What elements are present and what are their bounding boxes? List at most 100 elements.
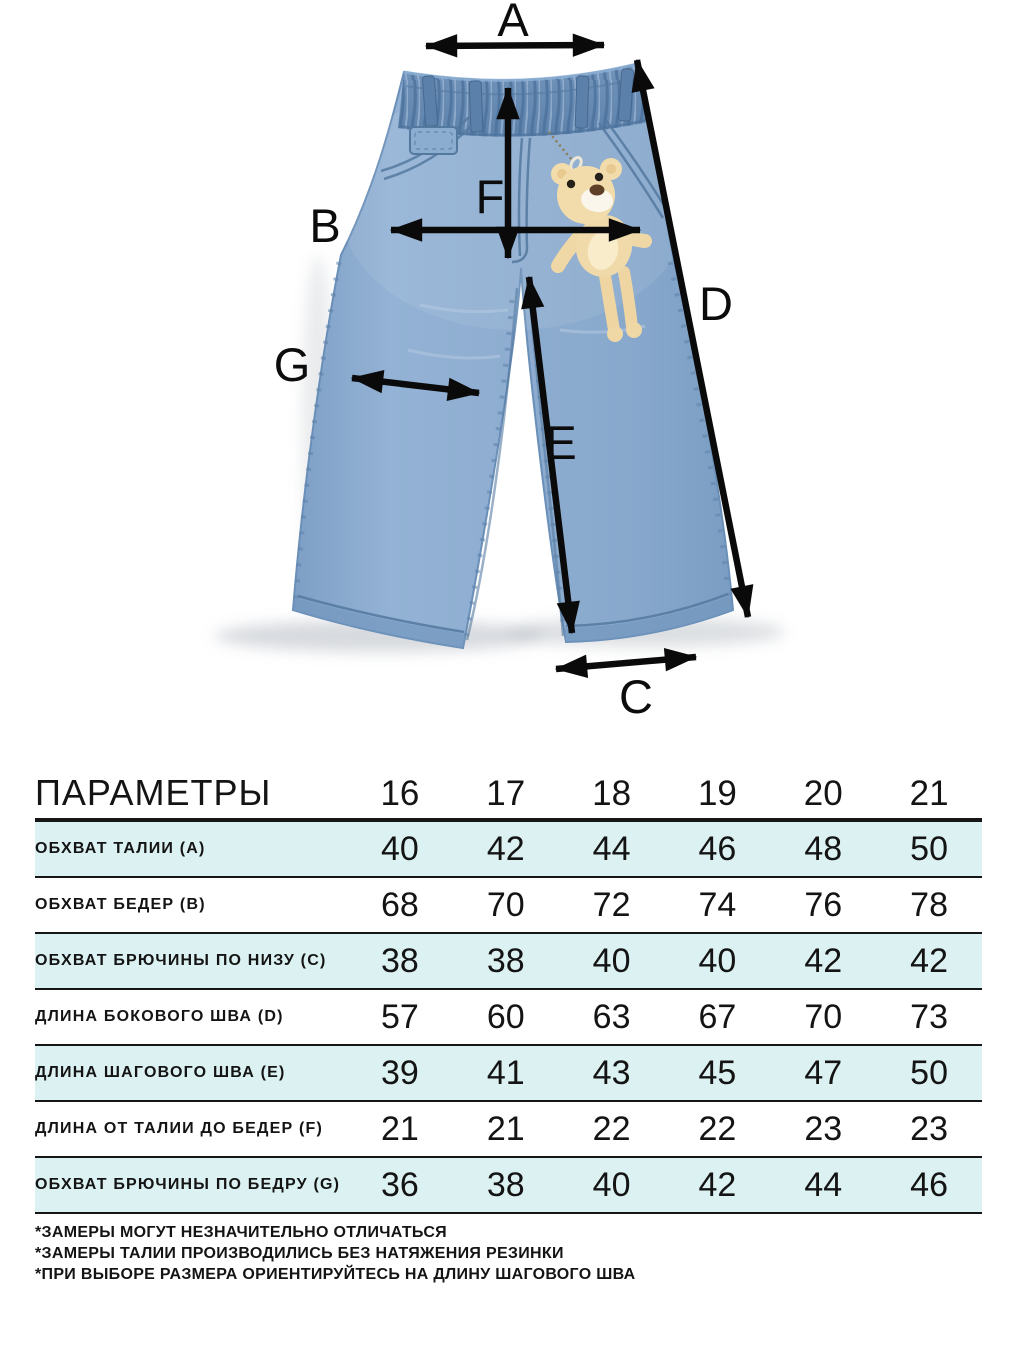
cell: 36 (381, 1165, 419, 1204)
label-d: D (699, 277, 733, 330)
row-label: ОБХВАТ БРЮЧИНЫ ПО БЕДРУ (G) (35, 1176, 341, 1193)
size-col: 18 (592, 774, 632, 813)
cell: 48 (804, 829, 843, 868)
cell: 50 (910, 829, 948, 868)
cell: 42 (804, 941, 843, 980)
row-values: 38 38 40 40 42 42 (347, 942, 982, 981)
row-label: ДЛИНА ШАГОВОГО ШВА (E) (35, 1064, 286, 1081)
row-values: 57 60 63 67 70 73 (347, 998, 982, 1037)
row-values: 40 42 44 46 48 50 (347, 830, 982, 869)
cell: 45 (698, 1053, 737, 1092)
label-g: G (274, 338, 311, 391)
row-values: 21 21 22 22 23 23 (347, 1110, 982, 1149)
size-col: 21 (909, 774, 949, 813)
cell: 67 (698, 997, 737, 1036)
cell: 40 (698, 941, 737, 980)
cell: 40 (592, 1165, 631, 1204)
left-inseam (465, 287, 519, 641)
cell: 78 (910, 885, 948, 924)
cell: 63 (592, 997, 631, 1036)
cell: 40 (381, 829, 419, 868)
jeans-measurement-diagram: A B C D E F G (215, 0, 785, 723)
left-hem-stitch (297, 594, 465, 634)
arrow-g (350, 370, 481, 401)
row-label: ДЛИНА ОТ ТАЛИИ ДО БЕДЕР (F) (35, 1120, 324, 1137)
table-row-side-seam: ДЛИНА БОКОВОГО ШВА (D) 57 60 63 67 70 73 (35, 990, 982, 1046)
coin-pocket (409, 126, 458, 155)
arrow-c (554, 648, 698, 678)
cell: 73 (910, 997, 948, 1036)
header-double-rule (35, 818, 982, 822)
cell: 42 (698, 1165, 737, 1204)
table-row-waist: ОБХВАТ ТАЛИИ (A) 40 42 44 46 48 50 (35, 822, 982, 878)
cell: 41 (486, 1053, 525, 1092)
size-table-header: ПАРАМЕТРЫ 16 17 18 19 20 21 (35, 770, 982, 818)
cell: 76 (804, 885, 843, 924)
cell: 43 (592, 1053, 631, 1092)
cell: 60 (486, 997, 525, 1036)
cell: 72 (592, 885, 631, 924)
cell: 23 (804, 1109, 843, 1148)
cell: 44 (804, 1165, 843, 1204)
label-c: C (619, 670, 653, 723)
label-a: A (497, 0, 529, 46)
cell: 47 (804, 1053, 843, 1092)
cell: 50 (910, 1053, 948, 1092)
cell: 38 (381, 941, 419, 980)
size-col: 17 (486, 774, 526, 813)
bear-nose (589, 184, 605, 196)
arrow-e (521, 275, 580, 635)
footnote-line: *ЗАМЕРЫ МОГУТ НЕЗНАЧИТЕЛЬНО ОТЛИЧАТЬСЯ (35, 1224, 447, 1241)
table-row-leg-bottom: ОБХВАТ БРЮЧИНЫ ПО НИЗУ (C) 38 38 40 40 4… (35, 934, 982, 990)
cell: 22 (592, 1109, 631, 1148)
cell: 46 (910, 1165, 948, 1204)
row-label: ОБХВАТ БЕДЕР (B) (35, 896, 206, 913)
label-f: F (476, 170, 505, 223)
table-row-inseam: ДЛИНА ШАГОВОГО ШВА (E) 39 41 43 45 47 50 (35, 1046, 982, 1102)
table-row-hips: ОБХВАТ БЕДЕР (B) 68 70 72 74 76 78 (35, 878, 982, 934)
bear-eye (566, 179, 576, 189)
cell: 22 (698, 1109, 737, 1148)
row-values: 39 41 43 45 47 50 (347, 1054, 982, 1093)
bear-eye (594, 172, 604, 182)
measurement-letters: A B C D E F G (274, 0, 733, 723)
bear-muzzle (581, 187, 613, 213)
bear-foot (607, 326, 623, 342)
bear-foot (626, 322, 642, 338)
cell: 42 (910, 941, 948, 980)
table-row-leg-at-thigh: ОБХВАТ БРЮЧИНЫ ПО БЕДРУ (G) 36 38 40 42 … (35, 1158, 982, 1214)
cell: 42 (486, 829, 525, 868)
belt-loops (421, 68, 635, 133)
cell: 21 (486, 1109, 525, 1148)
label-b: B (309, 199, 340, 252)
cell: 40 (592, 941, 631, 980)
bear-chain (548, 131, 574, 162)
size-col: 20 (803, 774, 843, 813)
row-values: 36 38 40 42 44 46 (347, 1166, 982, 1205)
cell: 39 (381, 1053, 419, 1092)
cell: 46 (698, 829, 737, 868)
footnote-line: *ЗАМЕРЫ ТАЛИИ ПРОИЗВОДИЛИСЬ БЕЗ НАТЯЖЕНИ… (35, 1245, 564, 1262)
arrow-a (424, 33, 606, 58)
size-col: 19 (697, 774, 737, 813)
bear-leg (618, 266, 638, 333)
row-label: ДЛИНА БОКОВОГО ШВА (D) (35, 1008, 284, 1025)
jeans-illustration (291, 62, 735, 650)
label-e: E (545, 416, 576, 469)
row-label: ОБХВАТ ТАЛИИ (A) (35, 840, 206, 857)
cell: 68 (381, 885, 419, 924)
cell: 70 (486, 885, 525, 924)
footnotes: *ЗАМЕРЫ МОГУТ НЕЗНАЧИТЕЛЬНО ОТЛИЧАТЬСЯ *… (35, 1222, 982, 1285)
arrow-d (631, 58, 754, 619)
parameters-title: ПАРАМЕТРЫ (35, 772, 272, 813)
size-table: ПАРАМЕТРЫ 16 17 18 19 20 21 ОБХВАТ ТАЛИИ… (35, 770, 982, 1285)
footnote-line: *ПРИ ВЫБОРЕ РАЗМЕРА ОРИЕНТИРУЙТЕСЬ НА ДЛ… (35, 1266, 636, 1283)
row-values: 68 70 72 74 76 78 (347, 886, 982, 925)
cell: 74 (698, 885, 737, 924)
measurement-arrows (350, 33, 754, 678)
cell: 38 (486, 941, 525, 980)
cell: 70 (804, 997, 843, 1036)
table-row-waist-to-hip: ДЛИНА ОТ ТАЛИИ ДО БЕДЕР (F) 21 21 22 22 … (35, 1102, 982, 1158)
cell: 23 (910, 1109, 948, 1148)
